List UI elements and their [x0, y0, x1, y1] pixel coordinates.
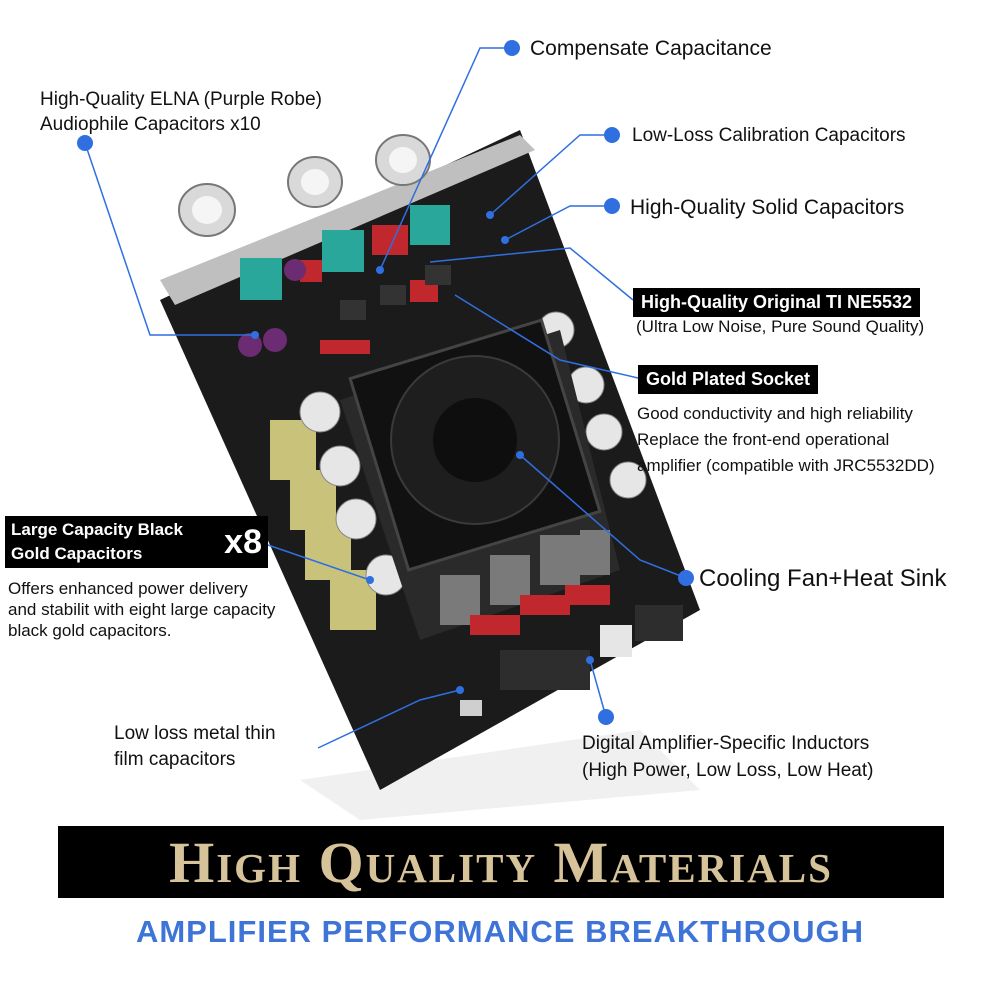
potentiometer — [240, 258, 282, 300]
thin-film-capacitors-label: Low loss metal thin film capacitors — [114, 721, 276, 773]
headline-title: High Quality Materials — [169, 829, 833, 895]
thin-film-line-1: Low loss metal thin — [114, 723, 276, 744]
socket-line-1: Good conductivity and high reliability — [637, 404, 913, 423]
cooling-fan-label: Cooling Fan+Heat Sink — [699, 565, 947, 592]
black-gold-desc-1: Offers enhanced power delivery — [8, 579, 248, 598]
gold-socket-description: Good conductivity and high reliability R… — [637, 401, 935, 479]
callout-dot — [504, 40, 520, 56]
callout-dot — [604, 198, 620, 214]
black-gold-capacitors — [270, 311, 647, 630]
socket-line-2: Replace the front-end operational — [637, 430, 890, 449]
black-gold-description: Offers enhanced power delivery and stabi… — [8, 578, 275, 641]
elna-line-2: Audiophile Capacitors x10 — [40, 113, 261, 135]
callout-dot — [604, 127, 620, 143]
elna-capacitors-label: High-Quality ELNA (Purple Robe) Audiophi… — [40, 88, 322, 137]
knob-left — [178, 183, 236, 237]
knob-middle — [287, 156, 343, 208]
inductors-line-2: (High Power, Low Loss, Low Heat) — [582, 760, 874, 781]
inductors-line-1: Digital Amplifier-Specific Inductors — [582, 733, 870, 754]
black-gold-desc-3: black gold capacitors. — [8, 621, 172, 640]
solid-capacitors-label: High-Quality Solid Capacitors — [630, 196, 905, 219]
ne5532-subtitle: (Ultra Low Noise, Pure Sound Quality) — [636, 317, 925, 336]
headline-subtitle: AMPLIFIER PERFORMANCE BREAKTHROUGH — [135, 914, 865, 949]
inductors-label: Digital Amplifier-Specific Inductors (Hi… — [582, 730, 873, 784]
gold-socket-title-box: Gold Plated Socket — [638, 365, 819, 394]
headline-banner: High Quality Materials — [58, 826, 944, 898]
elna-line-1: High-Quality ELNA (Purple Robe) — [40, 89, 322, 110]
potentiometer — [410, 205, 450, 245]
knob-right — [375, 134, 431, 186]
black-gold-line-1: Large Capacity Black — [11, 520, 183, 539]
thin-film-line-2: film capacitors — [114, 749, 236, 770]
black-gold-count: x8 — [224, 523, 262, 561]
callout-dot — [678, 570, 694, 586]
black-gold-title-box: Large Capacity Black Gold Capacitors x8 — [5, 516, 268, 568]
callout-dot — [598, 709, 614, 725]
low-loss-calibration-label: Low-Loss Calibration Capacitors — [632, 125, 906, 146]
black-gold-line-2: Gold Capacitors — [11, 544, 143, 563]
black-gold-desc-2: and stabilit with eight large capacity — [8, 600, 276, 619]
potentiometer — [322, 230, 364, 272]
callout-dot — [77, 135, 93, 151]
ne5532-title-box: High-Quality Original TI NE5532 — [633, 288, 921, 317]
socket-line-3: amplifier (compatible with JRC5532DD) — [637, 456, 935, 475]
compensate-capacitance-label: Compensate Capacitance — [530, 37, 772, 60]
inductors — [440, 530, 610, 625]
